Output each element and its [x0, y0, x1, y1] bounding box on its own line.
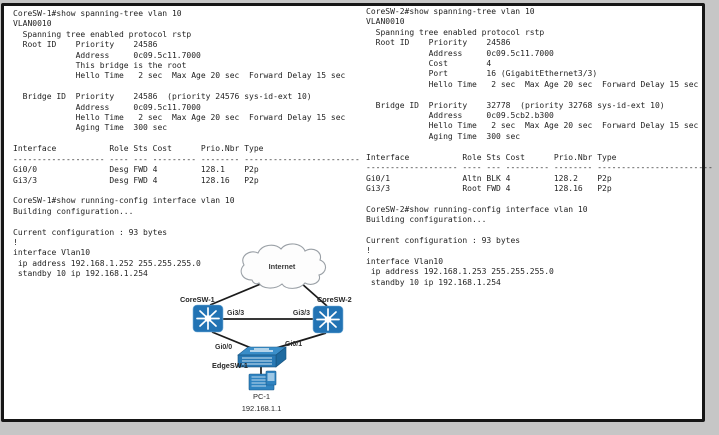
coresw2-terminal-output: CoreSW-2#show spanning-tree vlan 10 VLAN…	[366, 7, 713, 287]
pc1-ip-address: 192.168.1.1	[242, 404, 282, 413]
internet-cloud-icon	[240, 243, 327, 289]
exhibit-frame	[1, 3, 705, 422]
internet-label: Internet	[269, 262, 296, 271]
coresw1-multilayer-switch-icon	[192, 304, 224, 333]
edgesw1-port-gi0-1-label: Gi0/1	[285, 341, 302, 348]
coresw2-port-gi3-3-label: Gi3/3	[293, 310, 310, 317]
coresw2-multilayer-switch-icon	[312, 305, 344, 334]
coresw1-label: CoreSW-1	[180, 295, 215, 304]
link-coresw2-internet	[300, 282, 328, 307]
edgesw1-label: EdgeSW-1	[212, 361, 248, 370]
link-coresw1-internet	[209, 282, 264, 306]
edgesw1-port-gi0-0-label: Gi0/0	[215, 344, 232, 351]
pc1-computer-icon	[248, 370, 277, 391]
link-coresw2-edgesw1	[272, 332, 327, 350]
network-topology-diagram: Internet CoreSW-1 CoreSW	[180, 243, 352, 413]
coresw1-port-gi3-3-label: Gi3/3	[227, 310, 244, 317]
coresw1-terminal-output: CoreSW-1#show spanning-tree vlan 10 VLAN…	[13, 9, 360, 279]
pc1-label: PC-1	[253, 392, 270, 401]
edgesw1-switch-icon	[237, 346, 287, 368]
coresw2-label: CoreSW-2	[317, 295, 352, 304]
